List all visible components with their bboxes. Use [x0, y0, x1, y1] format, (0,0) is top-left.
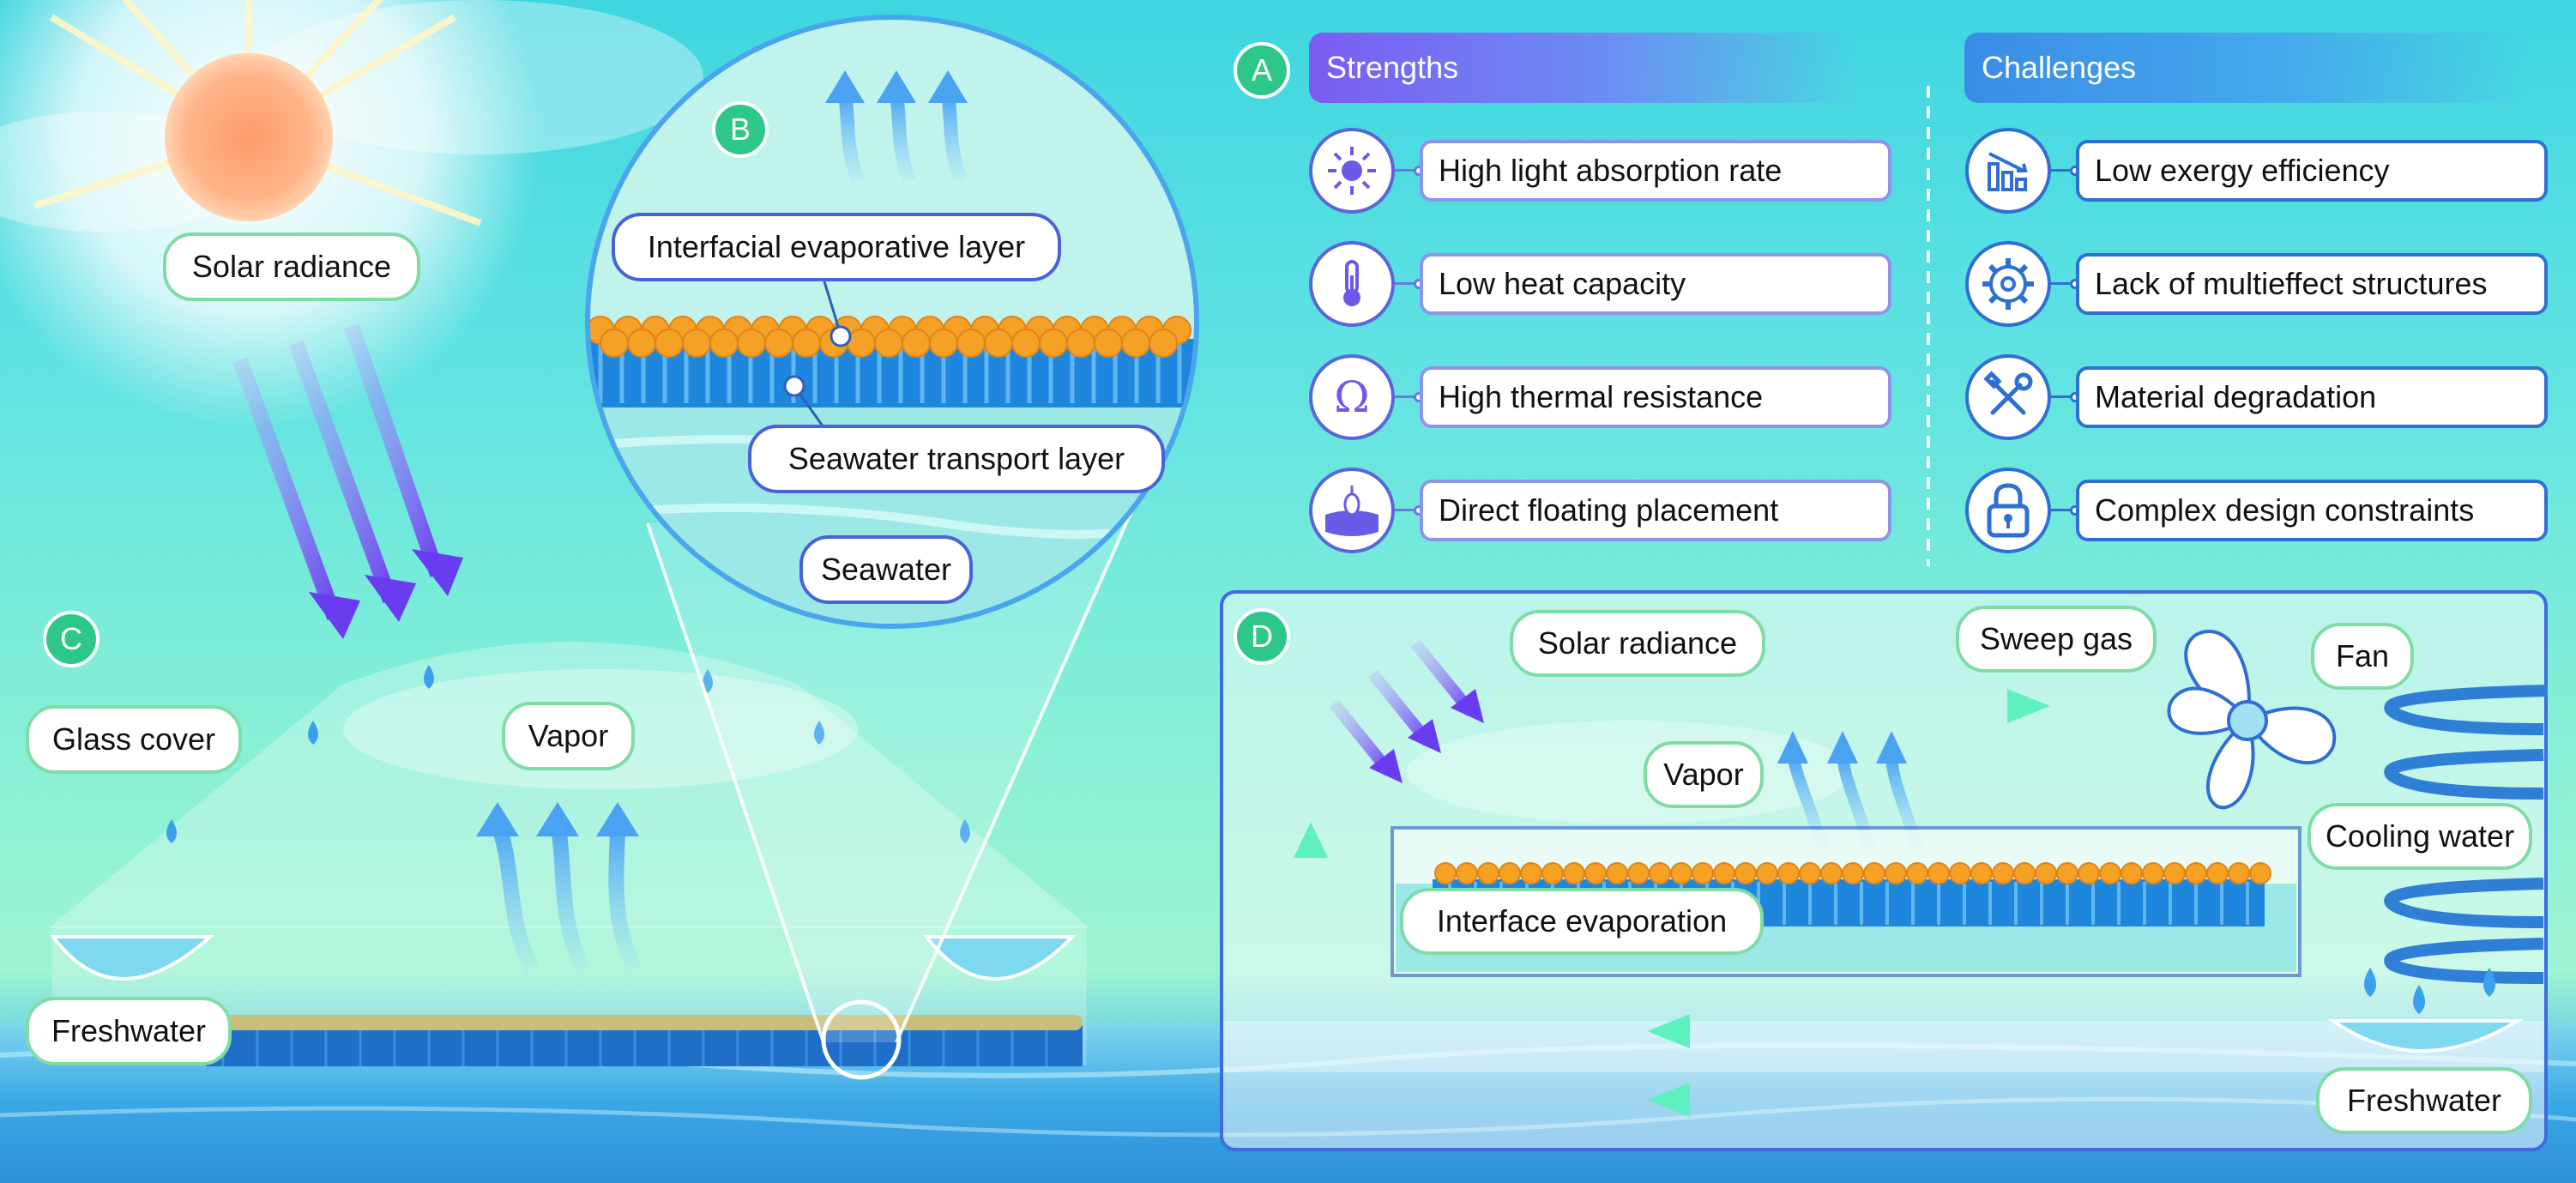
vapor-arrows-c [476, 802, 642, 974]
challenge-label: Lack of multieffect structures [2076, 253, 2548, 315]
ohm-icon: Ω [1309, 354, 1395, 440]
label-fan: Fan [2311, 623, 2414, 690]
challenge-label: Material degradation [2076, 366, 2548, 428]
connector [2051, 395, 2075, 398]
strengths-header: Strengths [1309, 33, 1858, 103]
label-solar-radiance-c: Solar radiance [163, 232, 420, 301]
label-freshwater-d: Freshwater [2316, 1067, 2532, 1134]
collection-bowl [2327, 1019, 2525, 1053]
label-seawater: Seawater [799, 535, 973, 604]
droplets-c [166, 665, 970, 843]
padlock-icon [1965, 468, 2051, 553]
solar-arrows-d [1329, 639, 1484, 783]
connector [2051, 282, 2075, 285]
connector [1395, 169, 1419, 172]
badge-d: D [1234, 608, 1290, 665]
declining-bars-icon [1965, 128, 2051, 214]
label-transport-layer: Seawater transport layer [748, 425, 1165, 493]
label-interfacial-layer: Interfacial evaporative layer [612, 213, 1061, 281]
challenge-label: Complex design constraints [2076, 480, 2548, 541]
label-vapor-c: Vapor [502, 702, 635, 770]
strength-label: Direct floating placement [1420, 480, 1891, 541]
gear-icon [1965, 241, 2051, 327]
badge-a: A [1234, 42, 1290, 99]
cooling-coil [2384, 685, 2549, 984]
solar-arrows-c [232, 323, 463, 639]
magnifier [646, 480, 1147, 1080]
strength-label: Low heat capacity [1420, 253, 1891, 315]
label-sweep-gas: Sweep gas [1956, 606, 2157, 673]
strength-label: High thermal resistance [1420, 366, 1891, 428]
thermometer-icon [1309, 241, 1395, 327]
sun-icon [165, 53, 333, 221]
label-vapor-d: Vapor [1644, 741, 1764, 808]
challenge-label: Low exergy efficiency [2076, 140, 2548, 202]
evaporator-c [206, 1015, 1083, 1066]
label-solar-radiance-d: Solar radiance [1510, 610, 1765, 677]
tools-icon [1965, 354, 2051, 440]
connector [1395, 282, 1419, 285]
vapor-arrows-b [825, 70, 968, 183]
float-icon [1309, 468, 1395, 553]
sun-icon [1309, 128, 1395, 214]
strength-label: High light absorption rate [1420, 140, 1891, 202]
badge-b: B [712, 101, 769, 158]
connector [2051, 509, 2075, 511]
challenges-header: Challenges [1964, 33, 2531, 103]
connector [2051, 169, 2075, 172]
badge-c: C [43, 611, 100, 667]
connector [1395, 395, 1419, 398]
label-interface-evaporation: Interface evaporation [1400, 888, 1764, 955]
droplets-d [2364, 968, 2495, 1014]
label-glass-cover: Glass cover [26, 705, 242, 774]
fan-icon [2167, 630, 2337, 810]
label-freshwater-c: Freshwater [26, 997, 232, 1065]
connector [1395, 509, 1419, 511]
label-cooling-water: Cooling water [2308, 803, 2532, 870]
